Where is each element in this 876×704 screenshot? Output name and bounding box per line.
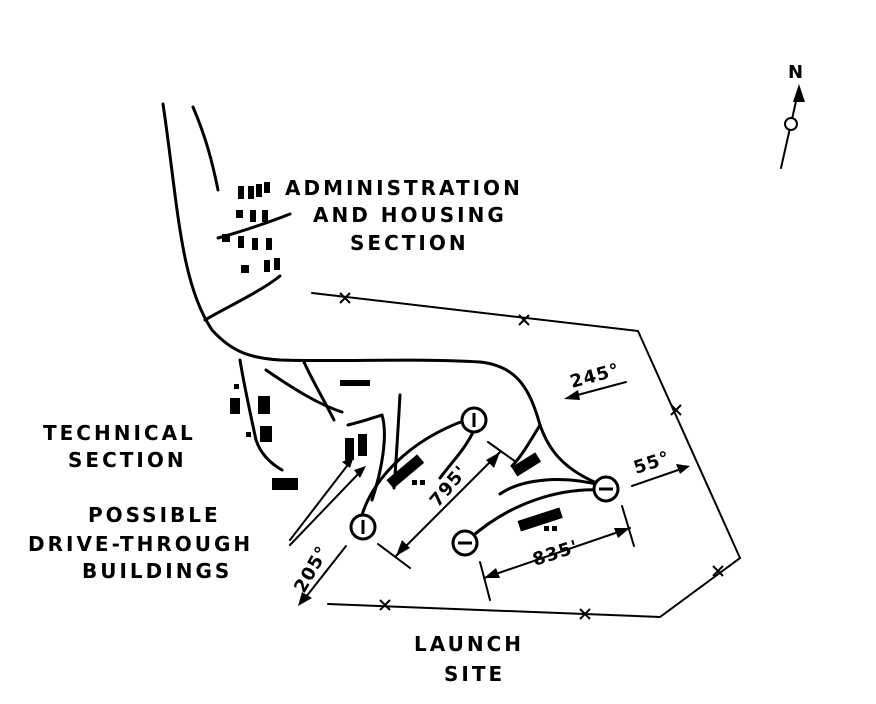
technical-section-buildings [230,380,370,490]
distance-835-label: 835' [530,536,581,571]
launch-pad-1 [460,406,488,434]
bearing-245-label: 245° [568,359,622,392]
technical-label-line2: SECTION [68,448,187,472]
launch-pads [349,406,620,557]
drive-through-label-line1: POSSIBLE [88,503,221,527]
launch-buildings [386,454,563,532]
admin-label-line3: SECTION [350,231,469,255]
launch-pad-2 [349,513,377,541]
drive-through-leader-lines [289,456,366,546]
bearing-55-arrow: 55° [631,447,690,487]
technical-label-line1: TECHNICAL [43,421,196,445]
drive-through-label-line3: BUILDINGS [82,559,232,583]
road-network [161,102,606,542]
drive-through-buildings [345,434,542,477]
launch-site-label-line1: LAUNCH [414,632,524,656]
dimension-835: 835' [479,505,635,601]
admin-label-line2: AND HOUSING [313,203,507,227]
admin-label-line1: ADMINISTRATION [285,176,523,200]
bearing-245-arrow: 245° [564,359,627,400]
drive-through-label-line2: DRIVE-THROUGH [28,532,253,556]
admin-housing-buildings [222,182,280,273]
launch-site-label-line2: SITE [444,662,505,686]
launch-pad-3 [451,529,479,557]
north-label: N [788,62,804,83]
bearing-205-arrow: 205° [290,542,347,606]
launch-pad-4 [592,475,620,503]
site-perimeter-fence [311,292,742,620]
north-arrow-icon: N [780,62,805,169]
